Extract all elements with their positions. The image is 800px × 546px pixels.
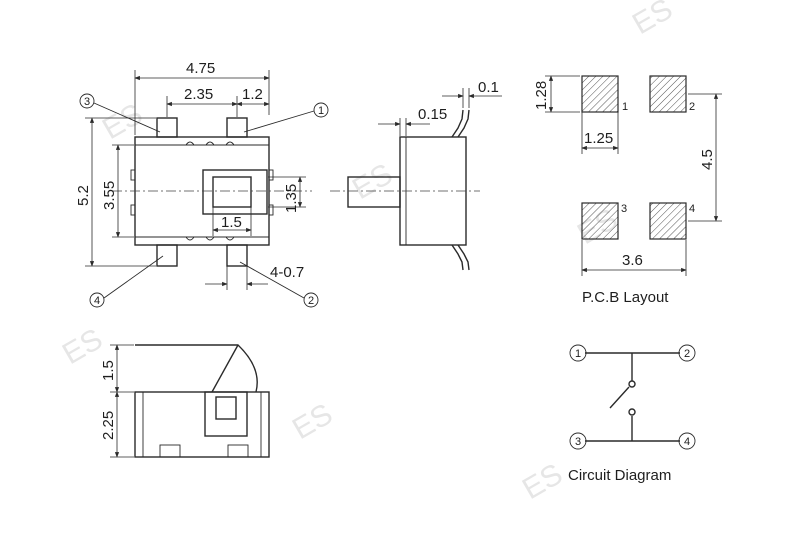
pin-4-callout [89,292,105,308]
bottom-lead [451,244,464,271]
pin-2-callout [303,292,319,308]
dim-lead-thickness: 0.1 [478,79,499,96]
watermark-text: ES [517,457,568,506]
pcb-layout-caption: P.C.B Layout [582,289,669,306]
dim-pin-spacing: 2.35 [184,86,213,103]
node-1-label: 1 [575,348,581,360]
node-3 [569,432,587,450]
pin-3-top [156,117,178,138]
front-body [134,391,270,458]
actuator-window [202,169,268,215]
top-view: 4.75 2.35 1.2 5.2 3.55 1.35 1.5 4-0.7 [75,60,329,308]
dim-pad-row-spacing: 4.5 [699,149,716,170]
actuator-knob [212,176,252,208]
pad-4-label: 4 [689,203,695,215]
pin-4-bottom [156,244,178,267]
node-4 [678,432,696,450]
pin-1-callout [313,102,329,118]
front-actuator-edge [211,344,239,393]
node-4-label: 4 [684,436,690,448]
node-1 [569,344,587,362]
node-2-label: 2 [684,348,690,360]
dim-front-actuator-height: 1.5 [100,360,117,381]
pin-3-label: 3 [84,96,90,108]
pad-3-label: 3 [621,203,627,215]
pin-2-label: 2 [308,295,314,307]
dim-pad-col-spacing: 3.6 [622,252,643,269]
pin-2-bottom [226,244,248,267]
pin-3-callout [79,93,95,109]
pad-1-label: 1 [622,101,628,113]
dim-body-height: 3.55 [101,181,118,210]
dim-actuator-height: 1.35 [283,184,300,213]
pad-3 [581,202,619,240]
watermark-text: ES [287,397,338,446]
dim-pad-height: 1.28 [533,81,550,110]
pin-1-label: 1 [318,105,324,117]
front-knob [215,396,237,420]
pcb-layout: 1 2 3 4 1.28 1.25 4.5 3.6 P.C.B Layout [533,75,722,306]
dim-lead-offset: 0.15 [418,106,447,123]
dim-front-body-height: 2.25 [100,411,117,440]
front-actuator-top [135,344,258,393]
watermark-text: ES [347,157,398,206]
dim-actuator-width: 1.5 [221,214,242,231]
dim-pin-width: 1.2 [242,86,263,103]
pad-2 [649,75,687,113]
dim-width: 4.75 [186,60,215,77]
switch-contact-lever [609,386,630,409]
circuit-diagram: 1 2 3 4 Circuit Diagram [568,344,696,484]
pin-1-top [226,117,248,138]
pad-4 [649,202,687,240]
dim-pin-qty-size: 4-0.7 [270,264,304,281]
dim-height: 5.2 [75,185,92,206]
pad-1 [581,75,619,113]
pin-4-label: 4 [94,295,100,307]
side-actuator [347,176,401,208]
front-view: 1.5 2.25 [100,344,270,458]
pad-2-label: 2 [689,101,695,113]
node-3-label: 3 [575,436,581,448]
watermark-text: ES [627,0,678,41]
top-lead [451,109,464,138]
dim-pad-width: 1.25 [584,130,613,147]
side-view: 0.15 0.1 [330,79,502,271]
circuit-diagram-caption: Circuit Diagram [568,467,671,484]
node-2 [678,344,696,362]
front-slot [204,391,248,437]
watermark-text: ES [97,97,148,146]
